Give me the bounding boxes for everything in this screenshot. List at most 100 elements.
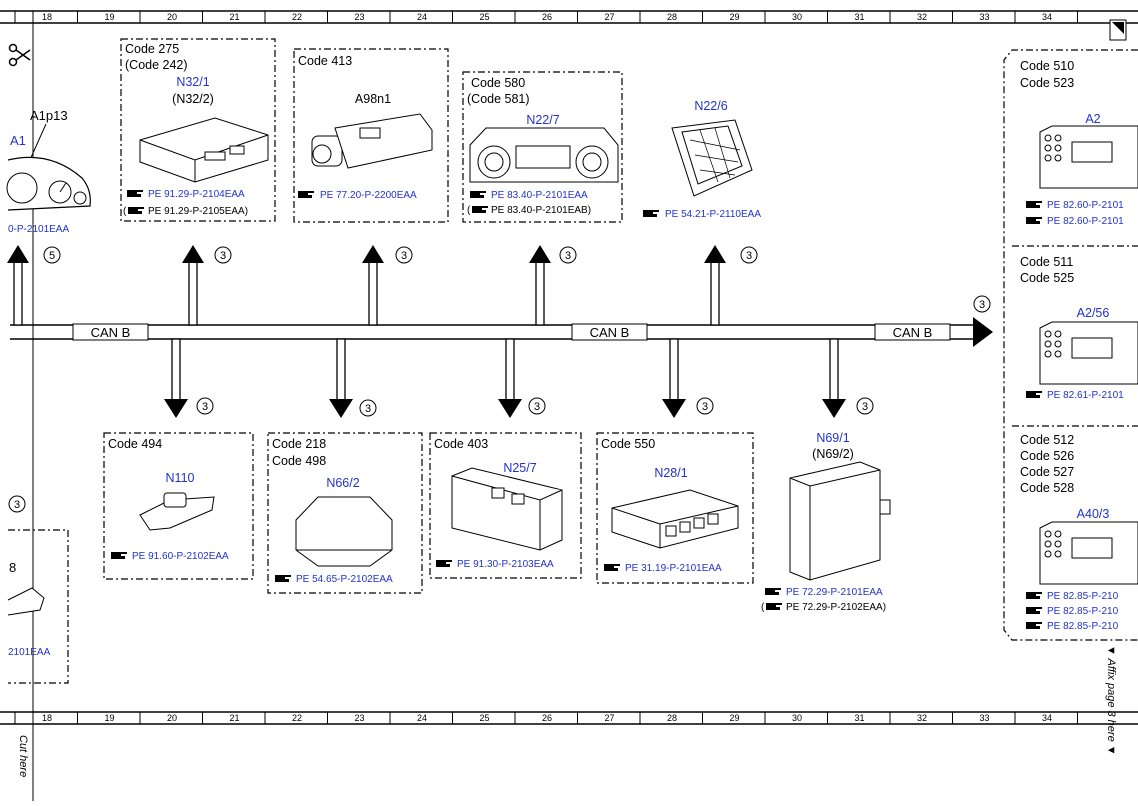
- reference-icon: [1026, 622, 1042, 629]
- svg-text:PE 91.30-P-2103EAA: PE 91.30-P-2103EAA: [457, 559, 554, 570]
- module-n22-6: N22/6 PE 54.21-P-2110EAA: [643, 99, 761, 220]
- bottom-ruler-number: 30: [792, 713, 802, 723]
- top-ruler-number: 20: [167, 12, 177, 22]
- top-ruler-number: 22: [292, 12, 302, 22]
- module-n69-1: N69/1 (N69/2) PE 72.29-P-2101EAA ( PE 72…: [761, 431, 891, 613]
- svg-text:Code 528: Code 528: [1020, 481, 1074, 495]
- svg-text:PE 82.85-P-210: PE 82.85-P-210: [1047, 606, 1119, 617]
- bottom-ruler-number: 22: [292, 713, 302, 723]
- top-ruler-number: 26: [542, 12, 552, 22]
- bottom-ruler-number: 23: [354, 713, 364, 723]
- svg-text:(N69/2): (N69/2): [812, 447, 854, 461]
- top-ruler-number: 30: [792, 12, 802, 22]
- svg-text:PE 31.19-P-2101EAA: PE 31.19-P-2101EAA: [625, 563, 722, 574]
- top-ruler-number: 34: [1042, 12, 1052, 22]
- svg-text:5: 5: [49, 250, 55, 262]
- branch-down-n66-2: 3: [329, 338, 377, 418]
- svg-text:Code 275: Code 275: [125, 42, 179, 56]
- module-a40-3: Code 512 Code 526 Code 527 Code 528 A40/…: [1020, 433, 1138, 632]
- a40-3-component-image: [1039, 521, 1138, 585]
- branch-down-n25-7: 3: [498, 338, 546, 418]
- n22-6-component-image: [671, 119, 753, 197]
- reference-icon: [1026, 391, 1042, 398]
- module-n25-7: Code 403 N25/7 PE 91.30-P-2103EAA: [429, 432, 582, 579]
- svg-text:(: (: [123, 206, 127, 217]
- reference-icon: [1026, 607, 1042, 614]
- reference-icon: [127, 190, 143, 197]
- page-corner-icon: [1109, 19, 1127, 41]
- bottom-ruler-number: 24: [417, 713, 427, 723]
- svg-text:3: 3: [702, 401, 708, 413]
- svg-text:Code 526: Code 526: [1020, 449, 1074, 463]
- svg-text:PE 82.60-P-2101: PE 82.60-P-2101: [1047, 200, 1124, 211]
- branch-up-n32-1: 3: [182, 245, 232, 326]
- branch-up-a98n1: 3: [362, 245, 413, 326]
- bottom-ruler-number: 32: [917, 713, 927, 723]
- top-ruler-number: 23: [354, 12, 364, 22]
- branch-up-a1: 5: [7, 245, 61, 326]
- module-n110: Code 494 N110 PE 91.60-P-2102EAA: [103, 432, 254, 580]
- bottom-ruler-number: 21: [229, 713, 239, 723]
- top-ruler-number: 27: [604, 12, 614, 22]
- bottom-ruler-number: 27: [604, 713, 614, 723]
- reference-icon: [111, 552, 127, 559]
- svg-text:CAN B: CAN B: [590, 325, 630, 340]
- svg-text:N25/7: N25/7: [503, 461, 536, 475]
- top-ruler-number: 28: [667, 12, 677, 22]
- can-bus-line: [10, 324, 975, 340]
- n66-2-component-image: [295, 496, 393, 567]
- module-n28-1: Code 550 N28/1 PE 31.19-P-2101EAA: [596, 432, 754, 584]
- svg-text:PE 91.60-P-2102EAA: PE 91.60-P-2102EAA: [132, 551, 229, 562]
- reference-icon: [470, 191, 486, 198]
- a1-instrument-cluster: A1 A1p13 0-P-2101EAA: [6, 108, 91, 235]
- n110-component-image: [139, 492, 215, 531]
- n22-7-component-image: [469, 127, 619, 183]
- branch-down-n69-1: 3: [822, 338, 874, 418]
- svg-text:PE 54.65-P-2102EAA: PE 54.65-P-2102EAA: [296, 574, 393, 585]
- svg-text:Code 413: Code 413: [298, 54, 352, 68]
- svg-text:PE 82.85-P-210: PE 82.85-P-210: [1047, 591, 1119, 602]
- svg-text:Code 218: Code 218: [272, 437, 326, 451]
- bottom-ruler-number: 19: [104, 713, 114, 723]
- a2-56-component-image: [1039, 321, 1138, 385]
- svg-text:3: 3: [979, 299, 985, 311]
- bottom-ruler-number: 29: [729, 713, 739, 723]
- top-ruler-number: 19: [104, 12, 114, 22]
- svg-text:PE 82.85-P-210: PE 82.85-P-210: [1047, 621, 1119, 632]
- svg-text:PE 54.21-P-2110EAA: PE 54.21-P-2110EAA: [665, 209, 761, 220]
- reference-icon: [436, 560, 452, 567]
- svg-text:Code 550: Code 550: [601, 437, 655, 451]
- svg-text:3: 3: [401, 250, 407, 262]
- bottom-ruler-number: 20: [167, 713, 177, 723]
- reference-icon: [643, 210, 659, 217]
- n25-7-component-image: [451, 467, 563, 551]
- top-ruler-number: 21: [229, 12, 239, 22]
- svg-text:3: 3: [220, 250, 226, 262]
- svg-text:N66/2: N66/2: [326, 476, 359, 490]
- branch-up-n22-6: 3: [704, 245, 758, 326]
- bottom-ruler-number: 26: [542, 713, 552, 723]
- top-ruler-number: 32: [917, 12, 927, 22]
- svg-text:(: (: [761, 602, 765, 613]
- top-ruler-number: 24: [417, 12, 427, 22]
- svg-text:Code 525: Code 525: [1020, 271, 1074, 285]
- module-a2-56: Code 511 Code 525 A2/56 PE 82.61-P-2101: [1020, 255, 1138, 401]
- affix-page-note: ▼ Affix page 3 here ▼: [1105, 645, 1117, 756]
- module-a98n1: Code 413 A98n1 PE 77.20-P-2200EAA: [293, 48, 449, 223]
- svg-text:PE 83.40-P-2101EAA: PE 83.40-P-2101EAA: [491, 190, 588, 201]
- svg-text:CAN B: CAN B: [893, 325, 933, 340]
- svg-text:N110: N110: [166, 471, 195, 485]
- top-ruler-number: 29: [729, 12, 739, 22]
- bottom-ruler-number: 34: [1042, 713, 1052, 723]
- svg-text:3: 3: [14, 499, 20, 511]
- reference-icon: [1026, 592, 1042, 599]
- module-n66-2: Code 218 Code 498 N66/2 PE 54.65-P-2102E…: [267, 432, 423, 594]
- svg-text:3: 3: [202, 401, 208, 413]
- can-b-label-3: CAN B: [874, 323, 951, 341]
- svg-text:(: (: [467, 205, 471, 216]
- top-ruler-number: 25: [479, 12, 489, 22]
